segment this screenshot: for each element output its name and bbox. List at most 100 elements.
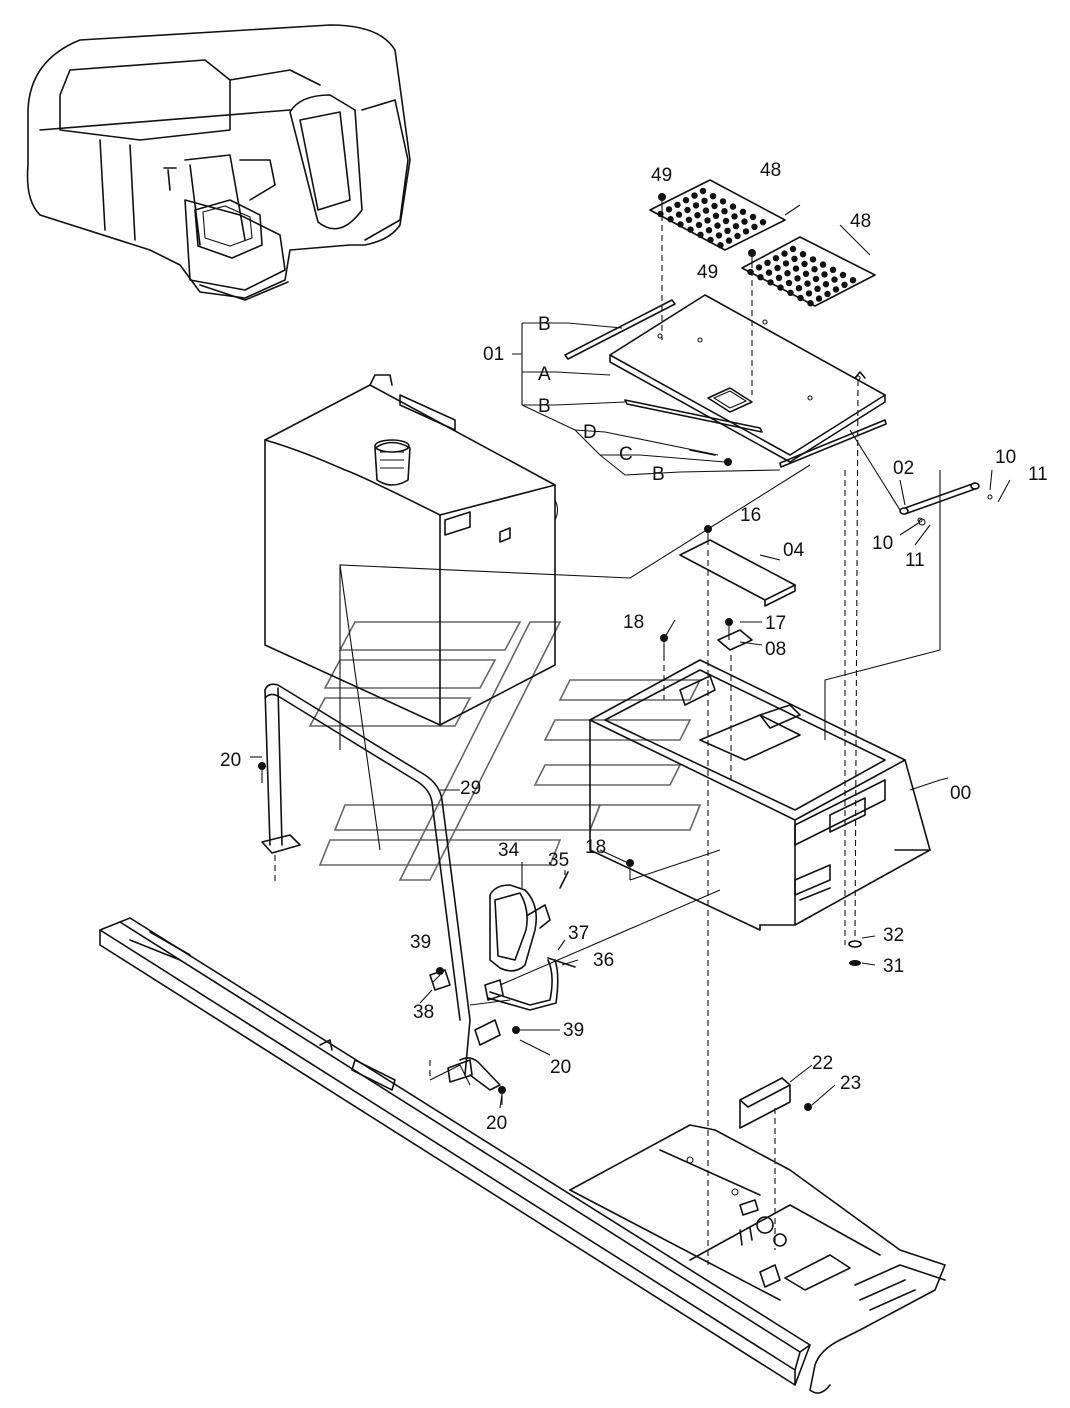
mat-dot <box>831 276 838 283</box>
mat-dot <box>839 271 847 279</box>
mat-dot <box>824 290 831 298</box>
mat-dot <box>815 295 823 302</box>
mat-dot <box>747 268 754 276</box>
callout-00: 00 <box>950 783 971 804</box>
mat-dot <box>691 192 698 199</box>
callout-31: 31 <box>883 956 904 977</box>
mat-dot <box>712 212 720 219</box>
callout-49-middle: 49 <box>697 262 718 283</box>
callout-48-right: 48 <box>850 211 871 232</box>
callout-48-top: 48 <box>760 160 781 181</box>
callout-11-left: 11 <box>905 550 925 571</box>
mat-dot <box>704 217 711 224</box>
mat-dot <box>749 213 757 221</box>
mat-dot <box>742 228 750 235</box>
mat-dot <box>687 226 694 233</box>
fasteners <box>258 193 926 1111</box>
callout-32: 32 <box>883 925 904 946</box>
mat-dot <box>821 271 828 278</box>
mat-dot <box>789 245 797 253</box>
mat-dot <box>717 242 724 249</box>
mat-dot <box>819 261 827 268</box>
mat-dot <box>732 223 740 230</box>
mat-dot <box>765 269 773 276</box>
mat-dot <box>795 285 803 292</box>
callout-37: 37 <box>568 923 589 944</box>
plate-22 <box>739 1077 791 1129</box>
mat-dot <box>719 198 727 205</box>
mat-dot <box>841 281 848 288</box>
callout-18-top: 18 <box>623 612 644 633</box>
mat-dot <box>792 265 800 272</box>
mat-dot <box>715 232 723 239</box>
mat-dot <box>731 213 738 220</box>
mat-dot <box>755 264 763 271</box>
callout-08: 08 <box>765 639 786 660</box>
mat-dot <box>809 256 817 263</box>
mat-dot <box>767 279 774 286</box>
callout-B-1: B <box>538 314 551 335</box>
mat-dot <box>709 193 717 200</box>
callout-10-left: 10 <box>872 533 893 554</box>
mat-dot <box>802 270 810 277</box>
callout-39-right: 39 <box>563 1020 584 1041</box>
mat-dot <box>804 280 811 287</box>
mat-dot <box>667 216 674 223</box>
callout-20-right: 20 <box>550 1057 571 1078</box>
mat-dot <box>682 197 690 204</box>
watermark-logo <box>308 621 702 881</box>
callout-36: 36 <box>593 950 614 971</box>
mat-dot <box>722 217 730 225</box>
callout-23: 23 <box>840 1073 861 1094</box>
mat-dot <box>665 206 673 213</box>
mat-dot <box>794 275 801 282</box>
callout-18-bottom: 18 <box>585 837 606 858</box>
mat-dot <box>699 187 707 195</box>
mat-dot <box>714 222 721 229</box>
mat-dot <box>785 279 793 287</box>
handrail <box>261 683 471 1076</box>
callout-01: 01 <box>483 344 504 365</box>
callout-04: 04 <box>783 540 805 561</box>
callout-49-top: 49 <box>651 165 672 186</box>
mat-dot <box>791 255 798 262</box>
mat-dot <box>811 266 818 273</box>
mat-dot <box>702 207 710 214</box>
mat-dot <box>685 216 693 223</box>
callout-D: D <box>583 422 597 443</box>
mat-dot <box>677 221 684 228</box>
mat-dot <box>674 201 681 208</box>
mat-dot <box>774 264 781 272</box>
mat-dot <box>781 250 788 257</box>
mat-dot <box>729 203 737 210</box>
mat-dot <box>784 270 791 277</box>
callout-A: A <box>538 364 551 385</box>
mat-dot <box>741 218 748 225</box>
mat-dot <box>711 202 718 210</box>
mat-dot <box>812 275 820 283</box>
mat-dot <box>797 294 804 302</box>
mat-dot <box>814 285 821 292</box>
mat-dot <box>697 231 704 238</box>
callout-38: 38 <box>413 1002 434 1023</box>
bracket-04 <box>679 539 796 607</box>
callout-17: 17 <box>765 613 786 634</box>
mat-dot <box>822 281 830 288</box>
mat-dot <box>705 227 713 234</box>
callout-10-right: 10 <box>995 447 1016 468</box>
callout-B-2: B <box>538 396 551 417</box>
mat-dot <box>751 223 758 230</box>
callout-20-left: 20 <box>220 750 241 771</box>
mat-dot <box>805 290 813 297</box>
mat-dot <box>701 197 708 204</box>
callout-39-left: 39 <box>410 932 431 953</box>
mat-dot <box>759 219 767 226</box>
callout-11-right: 11 <box>1028 464 1048 485</box>
callout-labels: 49 48 48 49 01 B A B D C B 02 10 11 10 1… <box>220 160 1048 1134</box>
mat-dot <box>772 255 780 262</box>
gas-spring <box>899 482 993 523</box>
mat-dot <box>734 232 741 240</box>
mat-dot <box>775 274 783 281</box>
mat-dot <box>657 210 664 218</box>
